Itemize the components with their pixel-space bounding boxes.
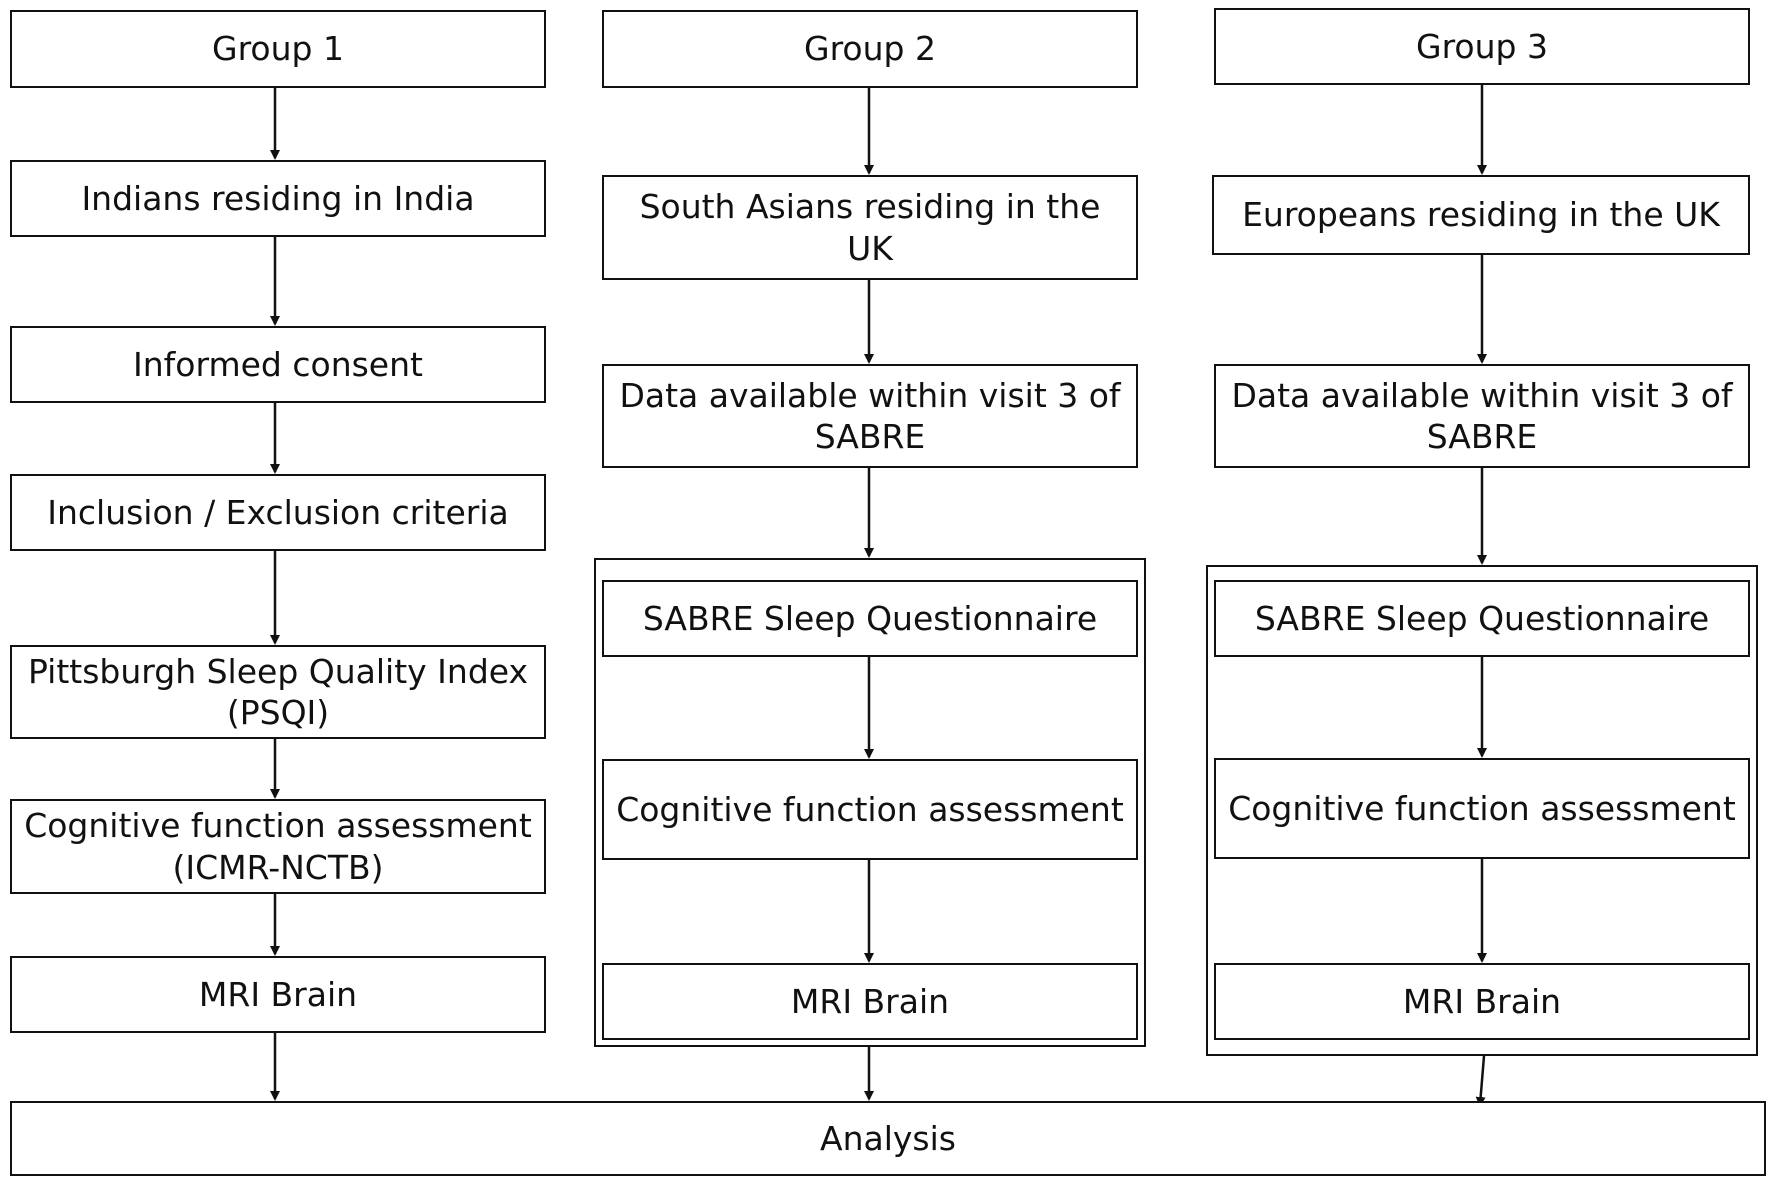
group3-title: Group 3 (1214, 8, 1750, 85)
group1-step-consent: Informed consent (10, 326, 546, 403)
group2-assessment-frame (594, 558, 1146, 1047)
group2-step-data: Data available within visit 3 of SABRE (602, 364, 1138, 468)
arrow-g3-6 (1475, 1055, 1486, 1107)
group1-step-criteria: Inclusion / Exclusion criteria (10, 474, 546, 551)
group1-step-residence: Indians residing in India (10, 160, 546, 237)
group3-step-mri: MRI Brain (1214, 963, 1750, 1040)
group1-step-cognitive: Cognitive function assessment (ICMR-NCTB… (10, 799, 546, 894)
group2-step-sleep-questionnaire: SABRE Sleep Questionnaire (602, 580, 1138, 657)
group2-step-mri: MRI Brain (602, 963, 1138, 1040)
group2-step-cognitive: Cognitive function assessment (602, 759, 1138, 860)
group1-step-mri: MRI Brain (10, 956, 546, 1033)
group1-title: Group 1 (10, 10, 546, 88)
group3-step-sleep-questionnaire: SABRE Sleep Questionnaire (1214, 580, 1750, 657)
group2-step-residence: South Asians residing in the UK (602, 175, 1138, 280)
group3-assessment-frame (1206, 565, 1758, 1056)
group3-step-cognitive: Cognitive function assessment (1214, 758, 1750, 859)
group2-title: Group 2 (602, 10, 1138, 88)
analysis-box: Analysis (10, 1101, 1766, 1176)
group3-step-residence: Europeans residing in the UK (1212, 175, 1750, 255)
group1-step-psqi: Pittsburgh Sleep Quality Index (PSQI) (10, 645, 546, 739)
group3-step-data: Data available within visit 3 of SABRE (1214, 364, 1750, 468)
